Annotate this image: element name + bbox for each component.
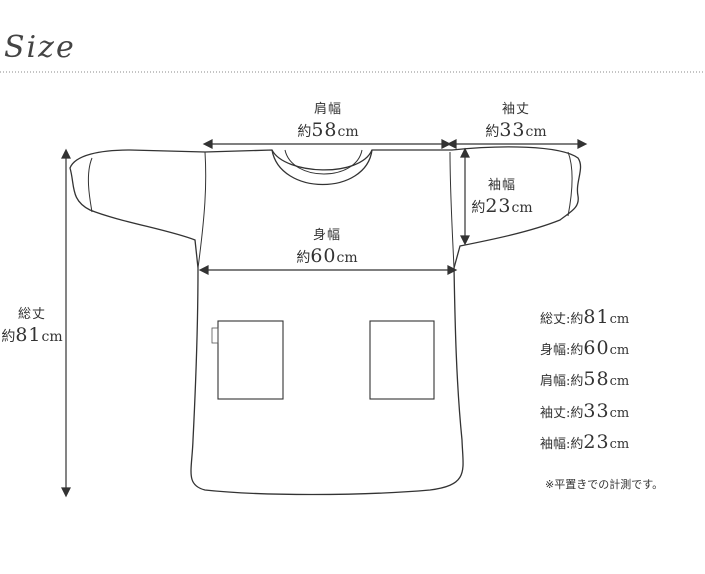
spec-row: 身幅:約60cm	[540, 337, 630, 359]
spec-row: 袖幅:約23cm	[540, 431, 630, 453]
collar-inner	[284, 149, 363, 175]
right-sleeve-seam	[449, 151, 455, 269]
spec-row: 総丈:約81cm	[540, 306, 630, 328]
right-pocket	[369, 320, 435, 400]
body-width-label: 身幅 約60cm	[296, 228, 358, 267]
garment-outline	[69, 146, 582, 496]
shoulder-label: 肩幅 約58cm	[297, 102, 359, 141]
measurement-note: ※平置きでの計測です。	[545, 478, 664, 491]
spec-row: 肩幅:約58cm	[540, 368, 630, 390]
right-cuff	[567, 151, 573, 217]
total-length-label: 総丈 約81cm	[1, 307, 63, 346]
spec-row: 袖丈:約33cm	[540, 400, 630, 422]
sleeve-width-label: 袖幅 約23cm	[471, 178, 533, 217]
collar	[271, 149, 373, 186]
left-pocket	[217, 320, 284, 400]
page-title: Size	[4, 30, 76, 65]
left-sleeve-seam	[197, 151, 207, 269]
brand-tag	[211, 327, 219, 344]
left-cuff	[87, 157, 93, 213]
sleeve-length-label: 袖丈 約33cm	[485, 102, 547, 141]
